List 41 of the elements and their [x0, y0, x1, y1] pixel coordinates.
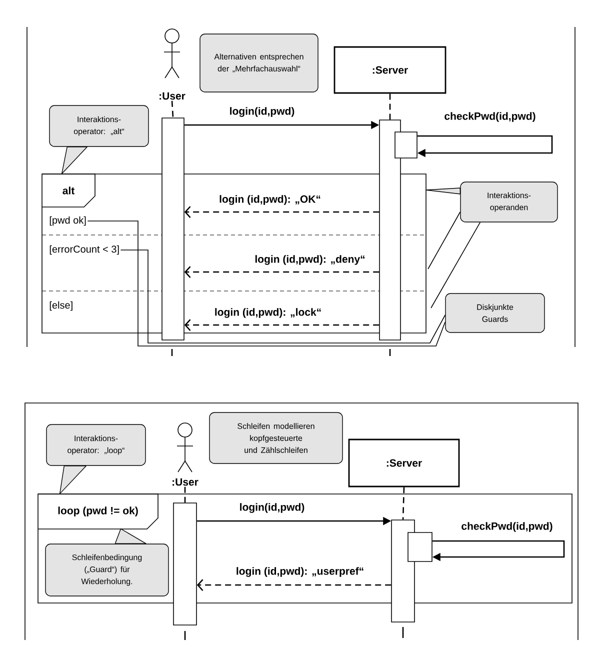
self-message-arrow: [417, 135, 553, 158]
edge-label: login(id,pwd): [228, 106, 296, 118]
activation-bar: [162, 118, 184, 340]
leader-line: [87, 220, 446, 346]
callout-pointer: [114, 528, 146, 544]
self-message-arrow: [432, 540, 565, 562]
edge-label: checkPwd(id,pwd): [443, 111, 537, 123]
object-box: :Server: [348, 438, 460, 488]
operator-tag: alt: [42, 174, 96, 208]
message-arrow: [184, 266, 380, 278]
edge-label: checkPwd(id,pwd): [460, 521, 554, 533]
edge-label: login (id,pwd): „OK“: [218, 194, 322, 206]
message-arrow: [184, 319, 380, 331]
callout-pointer: [59, 466, 86, 494]
callout-pointer: [61, 146, 88, 174]
guard-condition: [else]: [50, 301, 72, 311]
edge-label: login (id,pwd): „lock“: [213, 307, 323, 319]
guard-condition: [errorCount < 3]: [50, 245, 119, 255]
message-arrow: [196, 579, 392, 591]
actor-name: :User: [172, 478, 198, 486]
edge-label: login (id,pwd): „userpref“: [234, 566, 366, 578]
lifeline: [389, 94, 391, 120]
callout-pointer: [426, 188, 460, 194]
edge-label: login (id,pwd): „deny“: [254, 254, 366, 266]
callout-note: Diskjunkte Guards: [445, 293, 545, 333]
actor-name: :User: [160, 92, 186, 100]
guard-condition: [pwd ok]: [50, 216, 86, 226]
lifeline: [184, 486, 186, 503]
edge-label: login(id,pwd): [238, 502, 306, 514]
activation-bar: [408, 532, 432, 562]
callout-note: Alternativen entsprechen der „Mehrfachauswahl“: [200, 34, 318, 92]
callout-note: Schleifen modellieren kopfgesteuerte und Zählschleifen: [209, 412, 343, 464]
activation-bar: [173, 502, 197, 626]
lifeline: [402, 487, 405, 520]
operator-tag: loop (pwd != ok): [38, 494, 158, 530]
activation-bar: [394, 132, 418, 158]
message-arrow: [184, 206, 380, 218]
lifeline: [171, 100, 174, 118]
object-box: :Server: [334, 46, 446, 94]
leader-line: [120, 250, 446, 344]
callout-note: Interaktions- operanden: [460, 182, 558, 222]
